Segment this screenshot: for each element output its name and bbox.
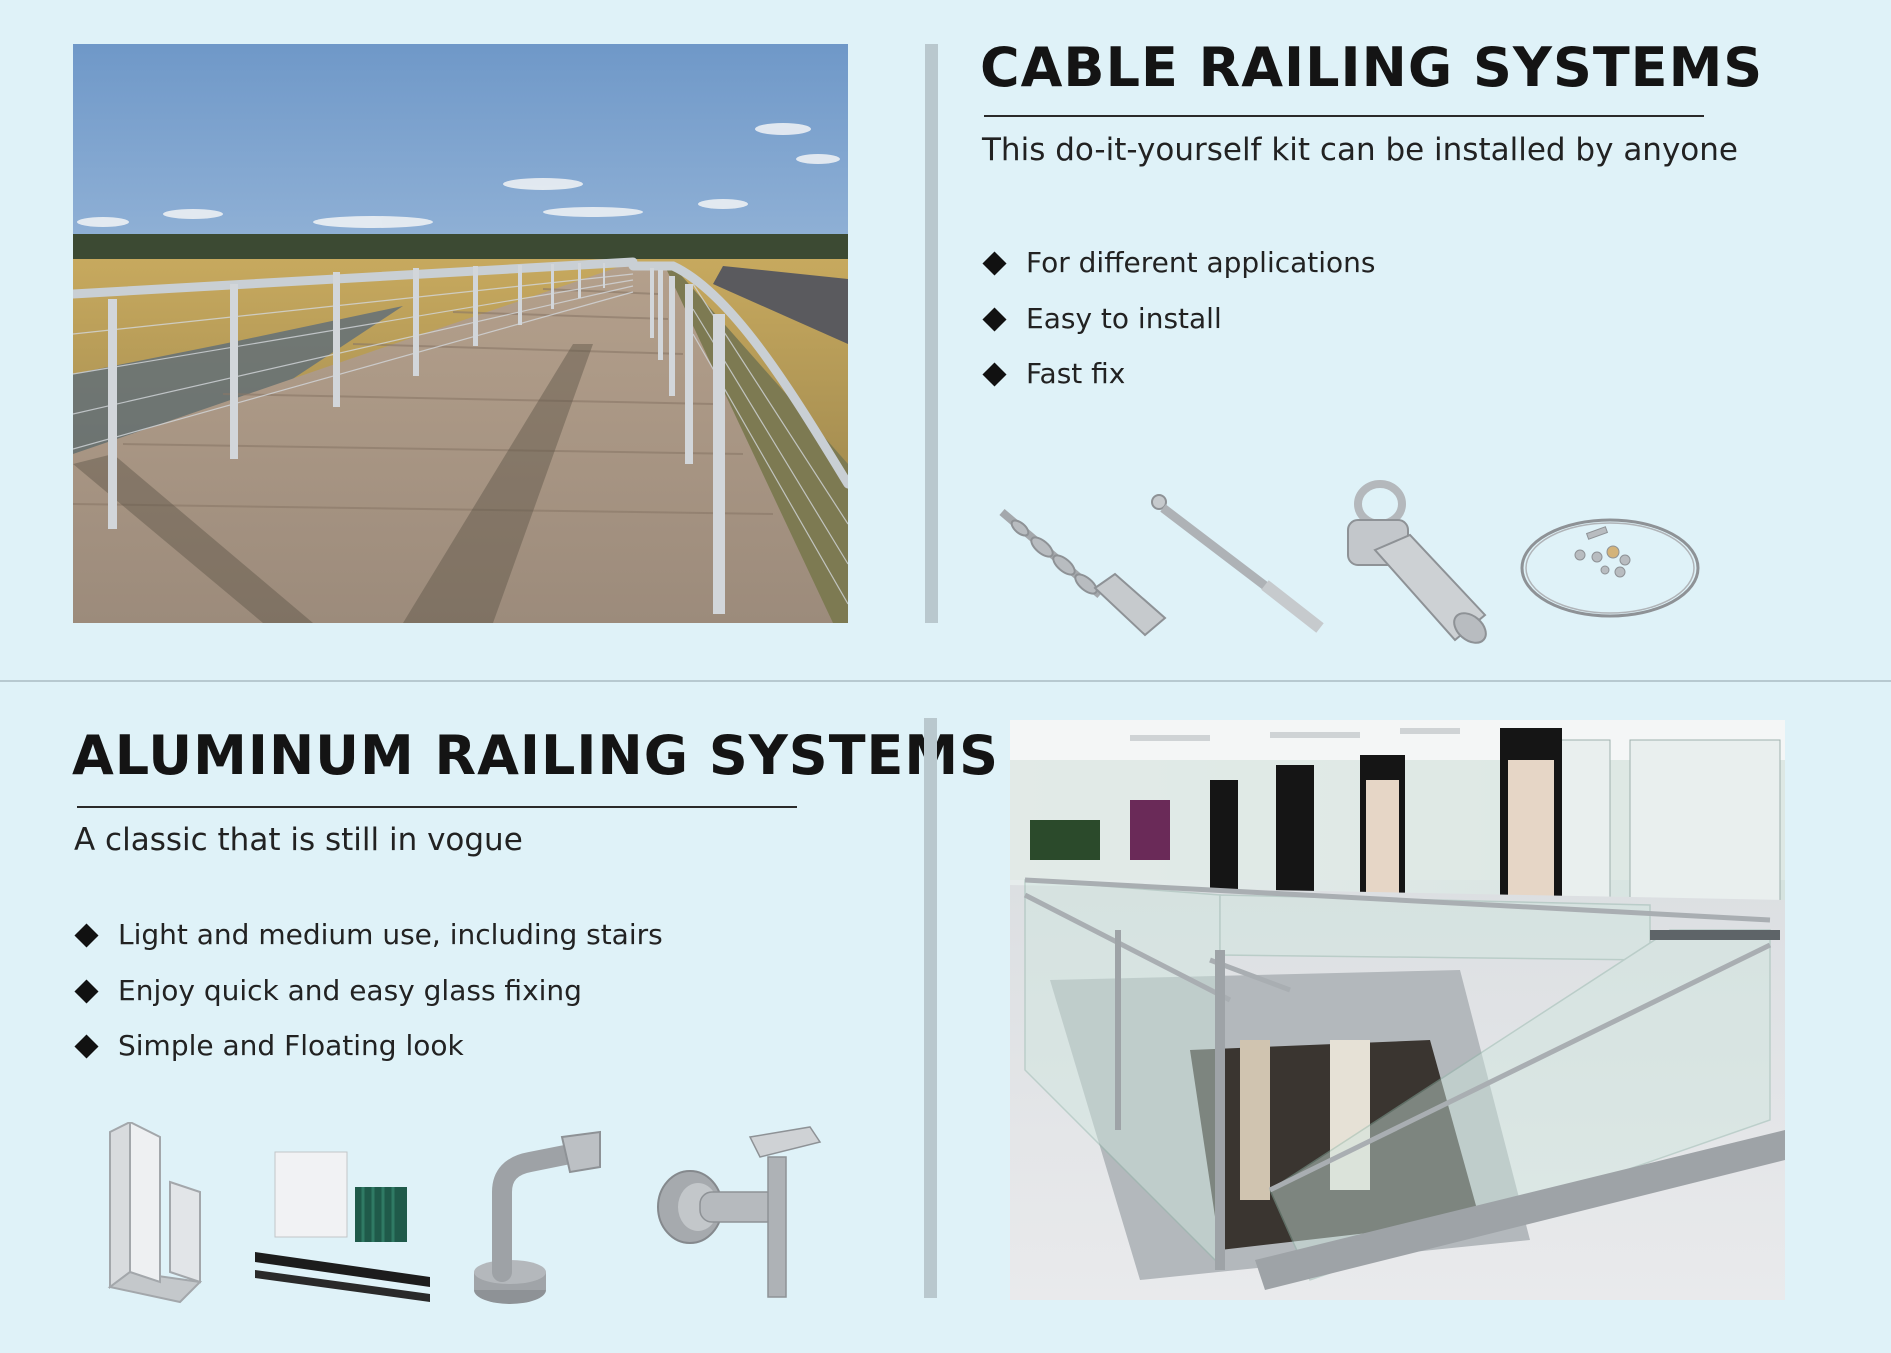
diamond-bullet-icon: [982, 306, 1007, 332]
feature-text: Enjoy quick and easy glass fixing: [118, 973, 582, 1007]
diamond-bullet-icon: [74, 978, 99, 1004]
cable-kit-icon: [1520, 518, 1700, 618]
diamond-bullet-icon: [982, 362, 1007, 387]
aluminum-railing-section: ALUMINUM RAILING SYSTEMS A classic that …: [0, 682, 1891, 1353]
cable-feature-list: For different applications Easy to insta…: [980, 246, 1376, 413]
feature-list-item: Easy to install: [980, 302, 1376, 358]
aluminum-section-subtitle: A classic that is still in vogue: [74, 822, 523, 858]
handrail-bracket-icon: [474, 1130, 601, 1304]
glazing-gasket-icon: [255, 1151, 430, 1302]
aluminum-feature-list: Light and medium use, including stairs E…: [72, 918, 663, 1085]
feature-text: Light and medium use, including stairs: [118, 918, 663, 951]
turnbuckle-icon: [1151, 494, 1324, 633]
feature-list-item: For different applications: [980, 246, 1376, 302]
feature-list-item: Simple and Floating look: [72, 1029, 663, 1085]
feature-text: Simple and Floating look: [118, 1029, 464, 1062]
aluminum-section-vertical-divider: [924, 718, 937, 1298]
feature-list-item: Enjoy quick and easy glass fixing: [72, 974, 663, 1030]
feature-list-item: Light and medium use, including stairs: [72, 918, 663, 974]
boardwalk-photo-graphic: [73, 44, 848, 623]
feature-text: Fast fix: [1026, 357, 1126, 390]
cable-section-subtitle: This do-it-yourself kit can be installed…: [982, 132, 1738, 168]
aluminum-parts-row: [80, 1122, 860, 1322]
diamond-bullet-icon: [982, 251, 1007, 276]
swivel-tensioner-icon: [1347, 480, 1487, 644]
staircase-photo-graphic: [1010, 720, 1785, 1300]
diamond-bullet-icon: [74, 1034, 99, 1059]
cable-section-title: CABLE RAILING SYSTEMS: [980, 36, 1764, 99]
cable-parts-row: [980, 480, 1720, 650]
section-divider: [0, 680, 1891, 682]
cable-railing-section: CABLE RAILING SYSTEMS This do-it-yoursel…: [73, 36, 1764, 650]
aluminum-section-title: ALUMINUM RAILING SYSTEMS: [72, 724, 1000, 787]
diamond-bullet-icon: [74, 923, 99, 948]
cable-title-underline: [984, 115, 1704, 117]
aluminum-title-underline: [77, 806, 797, 808]
feature-text: For different applications: [1026, 246, 1376, 279]
glass-staircase-railing-photo: [1010, 720, 1785, 1300]
boardwalk-cable-railing-photo: [73, 44, 848, 623]
u-channel-profile-icon: [107, 1122, 203, 1304]
feature-text: Easy to install: [1026, 301, 1222, 335]
cable-section-vertical-divider: [925, 44, 938, 623]
glass-handrail-bracket-icon: [657, 1126, 822, 1298]
feature-list-item: Fast fix: [980, 357, 1376, 413]
screw-terminal-icon: [999, 508, 1167, 637]
